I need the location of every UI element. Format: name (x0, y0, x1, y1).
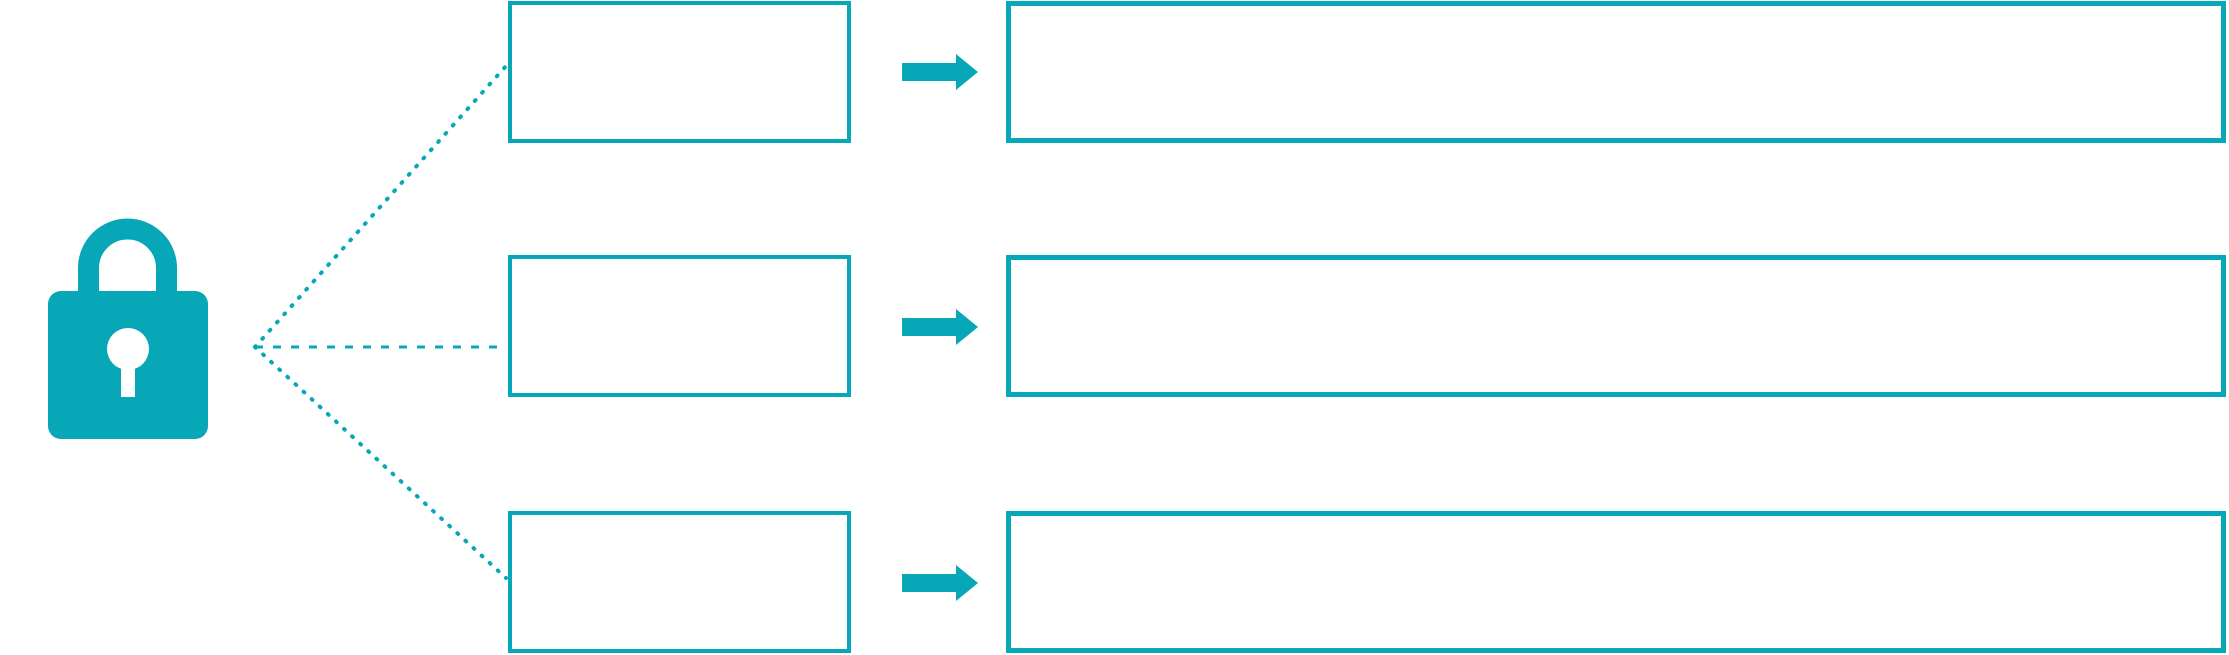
lock-shackle (78, 218, 177, 296)
connector-line-bottom (253, 345, 508, 580)
right-arrow-icon-2 (902, 309, 978, 345)
right-arrow-icon-1 (902, 54, 978, 90)
lock-icon (48, 218, 208, 439)
right-arrow-shape (902, 54, 978, 90)
large-box-1 (1006, 1, 2226, 143)
lock-keyhole-circle (107, 328, 149, 370)
small-box-2 (508, 255, 851, 397)
lock-keyhole-stem (121, 352, 135, 397)
right-arrow-icon-3 (902, 565, 978, 601)
large-box-3 (1006, 511, 2226, 653)
small-box-1 (508, 1, 851, 143)
small-box-3 (508, 511, 851, 653)
connector-line-top (253, 64, 508, 349)
right-arrow-shape (902, 565, 978, 601)
large-box-2 (1006, 255, 2226, 397)
right-arrow-shape (902, 309, 978, 345)
